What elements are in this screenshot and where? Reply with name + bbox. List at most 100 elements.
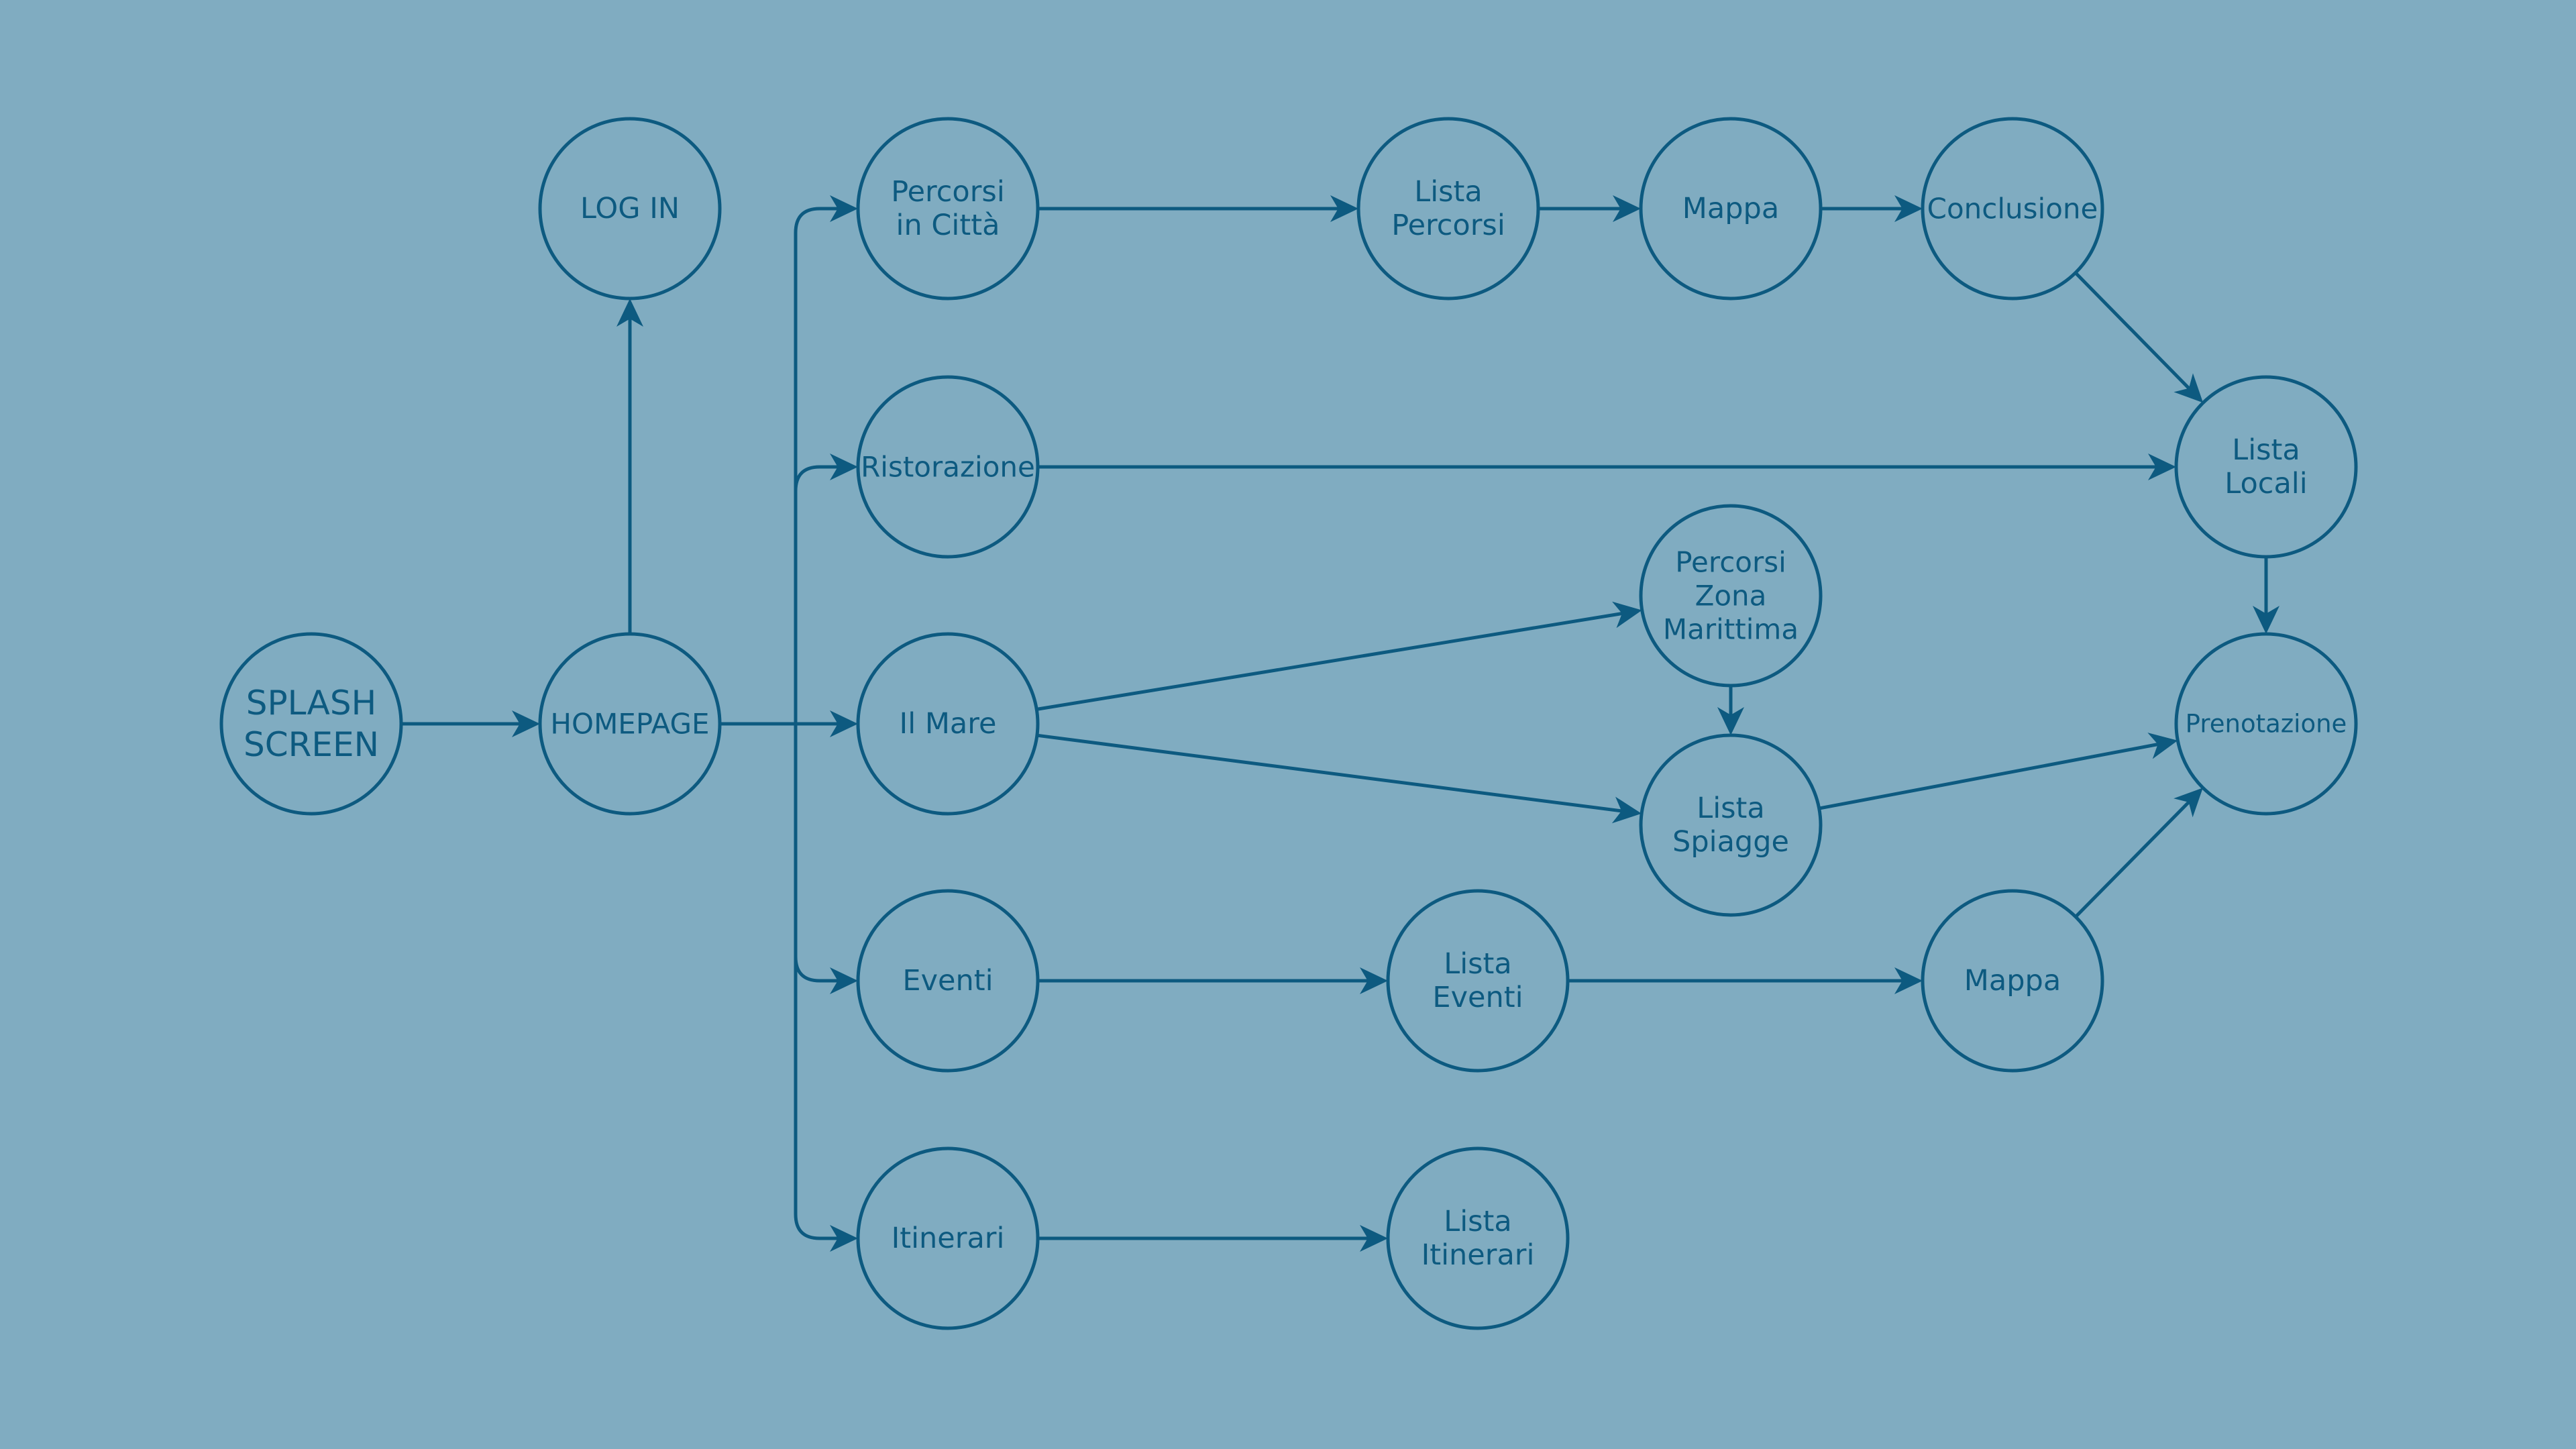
- node-label: Locali: [2224, 467, 2307, 500]
- arrowhead-icon: [830, 195, 858, 222]
- arrowhead-icon: [512, 710, 540, 737]
- arrowhead-icon: [1894, 967, 1923, 994]
- node-circle: [1921, 117, 2104, 301]
- arrowhead-icon: [1360, 1225, 1388, 1252]
- edge-lista-percorsi-to-mappa-1: [1538, 195, 1641, 222]
- edge-il-mare-to-percorsi-zona: [1036, 601, 1642, 711]
- node-itinerari: Itinerari: [856, 1146, 1040, 1330]
- edge-ristorazione-to-lista-locali: [1038, 453, 2176, 480]
- node-mappa-2: Mappa: [1921, 889, 2104, 1073]
- arrowhead-icon: [2174, 788, 2203, 818]
- node-label: Lista: [1414, 175, 1483, 209]
- node-circle: [856, 375, 1040, 559]
- arrowhead-icon: [1360, 967, 1388, 994]
- edge-homepage-to-login: [616, 299, 643, 634]
- node-circle: [1921, 889, 2104, 1073]
- edge-itinerari-to-lista-itinerari: [1038, 1225, 1388, 1252]
- node-mappa-1: Mappa: [1639, 117, 1823, 301]
- arrowhead-icon: [616, 299, 643, 327]
- edge-il-mare-to-lista-spiagge: [1036, 733, 1642, 824]
- edge-line: [720, 722, 839, 1240]
- arrowhead-icon: [2147, 733, 2178, 759]
- arrowhead-icon: [1613, 195, 1641, 222]
- node-label: Eventi: [902, 964, 993, 998]
- arrowhead-icon: [830, 1225, 858, 1252]
- arrowhead-icon: [2174, 373, 2204, 403]
- node-label: Prenotazione: [2186, 710, 2347, 739]
- node-circle: [1356, 117, 1540, 301]
- node-circle: [538, 117, 722, 301]
- node-label: Zona: [1695, 580, 1767, 612]
- node-label: Marittima: [1663, 613, 1799, 646]
- edges-layer: [401, 195, 2279, 1252]
- node-prenotazione: Prenotazione: [2174, 632, 2358, 816]
- node-circle: [1639, 117, 1823, 301]
- edge-line: [2074, 800, 2190, 918]
- node-label: Eventi: [1432, 981, 1523, 1014]
- arrowhead-icon: [1612, 601, 1642, 629]
- edge-line: [720, 207, 839, 726]
- arrowhead-icon: [830, 710, 858, 737]
- node-circle: [856, 117, 1040, 301]
- edge-lista-locali-to-prenotazione: [2253, 557, 2279, 634]
- node-label: Conclusione: [1927, 193, 2098, 225]
- arrowhead-icon: [1894, 195, 1923, 222]
- arrowhead-icon: [1717, 707, 1744, 735]
- node-label: Percorsi: [1675, 546, 1786, 579]
- edge-line: [1036, 733, 1623, 813]
- node-label: Percorsi: [1391, 209, 1505, 242]
- arrowhead-icon: [2253, 606, 2279, 634]
- edge-homepage-to-eventi: [720, 722, 858, 994]
- node-label: Lista: [1444, 1205, 1512, 1238]
- node-label: Percorsi: [891, 175, 1005, 209]
- node-label: Spiagge: [1672, 825, 1789, 859]
- node-label: SPLASH: [246, 684, 376, 722]
- node-circle: [2174, 375, 2358, 559]
- node-login: LOG IN: [538, 117, 722, 301]
- node-ristorazione: Ristorazione: [856, 375, 1040, 559]
- node-circle: [1386, 1146, 1570, 1330]
- edge-eventi-to-lista-eventi: [1038, 967, 1388, 994]
- edge-splash-to-homepage: [401, 710, 540, 737]
- edge-conclusione-to-lista-locali: [2074, 271, 2204, 403]
- node-label: HOMEPAGE: [550, 708, 709, 741]
- node-eventi: Eventi: [856, 889, 1040, 1073]
- edge-homepage-to-itinerari: [720, 722, 858, 1252]
- node-label: Lista: [2232, 433, 2300, 467]
- node-homepage: HOMEPAGE: [538, 632, 722, 816]
- edge-percorsi-citta-to-lista-percorsi: [1038, 195, 1358, 222]
- arrowhead-icon: [830, 967, 858, 994]
- node-label: Mappa: [1964, 964, 2061, 998]
- edge-lista-spiagge-to-prenotazione: [1819, 733, 2178, 810]
- edge-homepage-to-ristorazione: [720, 453, 858, 726]
- node-label: Ristorazione: [861, 451, 1035, 484]
- arrowhead-icon: [1330, 195, 1358, 222]
- node-label: SCREEN: [244, 725, 379, 764]
- node-circle: [2174, 632, 2358, 816]
- edge-line: [2074, 271, 2191, 390]
- edge-homepage-to-percorsi-citta: [720, 195, 858, 726]
- edge-line: [720, 722, 839, 983]
- arrowhead-icon: [830, 453, 858, 480]
- edge-mappa-2-to-prenotazione: [2074, 788, 2203, 918]
- node-circle: [856, 1146, 1040, 1330]
- node-il-mare: Il Mare: [856, 632, 1040, 816]
- node-label: Il Mare: [900, 707, 997, 741]
- edge-mappa-1-to-conclusione: [1821, 195, 1923, 222]
- arrowhead-icon: [2148, 453, 2176, 480]
- node-circle: [1386, 889, 1570, 1073]
- node-label: LOG IN: [580, 192, 680, 225]
- node-circle: [538, 632, 722, 816]
- node-label: Mappa: [1682, 192, 1779, 225]
- node-label: in Città: [896, 209, 1000, 242]
